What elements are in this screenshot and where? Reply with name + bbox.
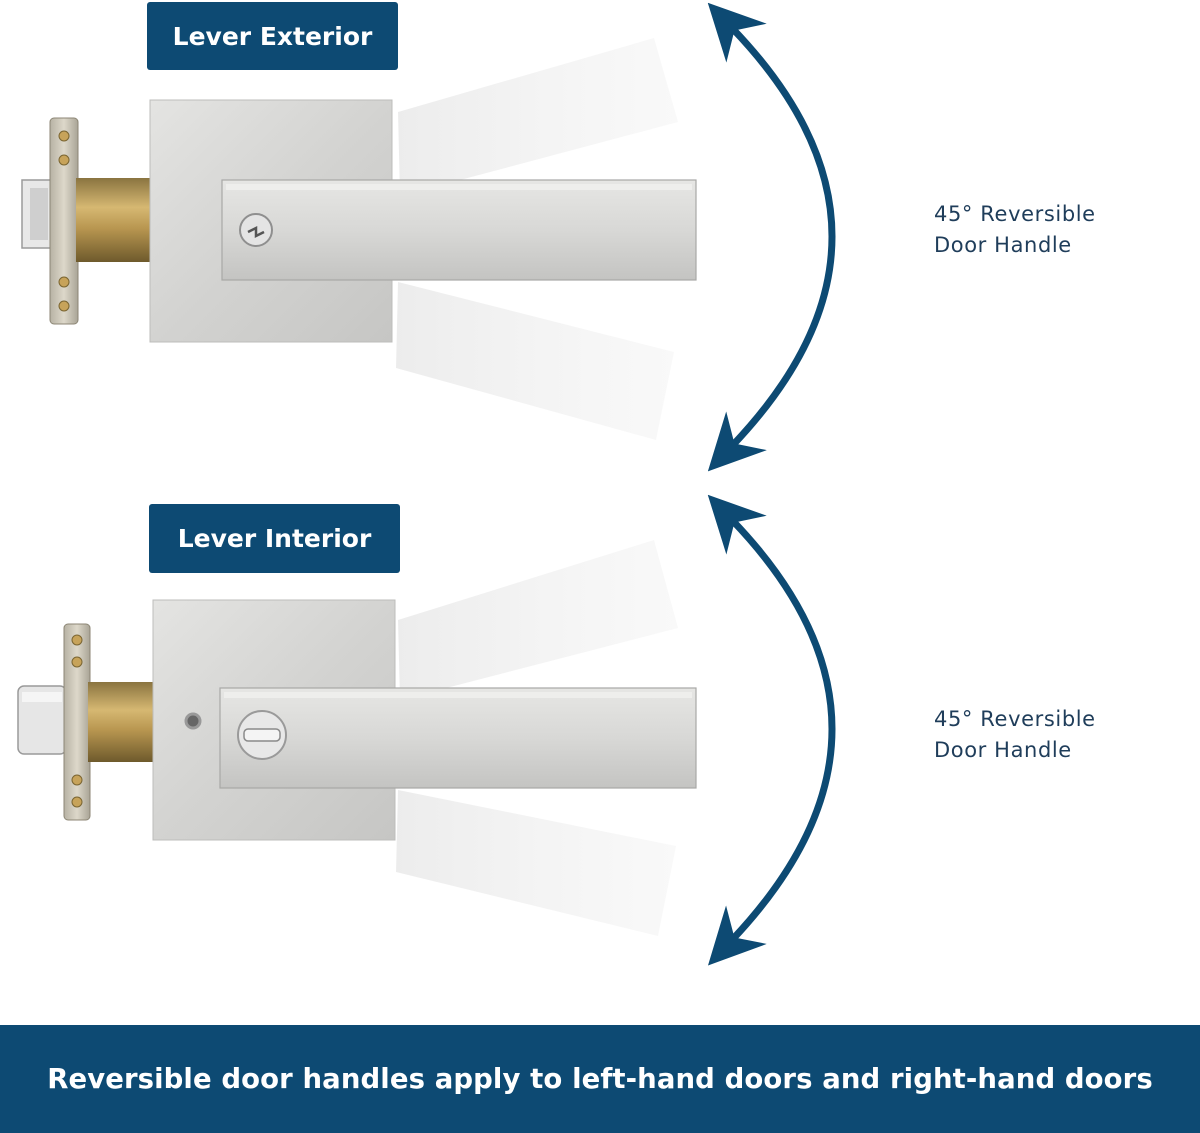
footer-text: Reversible door handles apply to left-ha… [47,1063,1153,1095]
lever-exterior-text: Lever Exterior [172,21,373,51]
lever-interior-text: Lever Interior [177,524,372,553]
caption-line: Door Handle [934,738,1072,762]
keyhole-icon [239,213,273,247]
interior-lever-assembly [17,540,697,936]
exterior-lever [221,179,697,281]
thumb-turn-icon [237,710,287,760]
interior-lever [219,687,697,789]
rotation-caption-top: 45° Reversible Door Handle [934,199,1096,261]
ghost-lever-up [398,540,678,700]
lever-interior-label: Lever Interior [149,504,400,573]
lever-exterior-label: Lever Exterior [147,2,398,70]
curved-double-arrow-icon [707,2,836,472]
curved-double-arrow-icon [707,494,836,966]
caption-line: 45° Reversible [934,202,1096,226]
exterior-lever-assembly [21,38,697,440]
ghost-lever-up [398,38,678,196]
footer-banner: Reversible door handles apply to left-ha… [0,1025,1200,1133]
ghost-lever-down [396,282,674,440]
ghost-lever-down [396,790,676,936]
rotation-caption-bottom: 45° Reversible Door Handle [934,704,1096,766]
caption-line: Door Handle [934,233,1072,257]
caption-line: 45° Reversible [934,707,1096,731]
